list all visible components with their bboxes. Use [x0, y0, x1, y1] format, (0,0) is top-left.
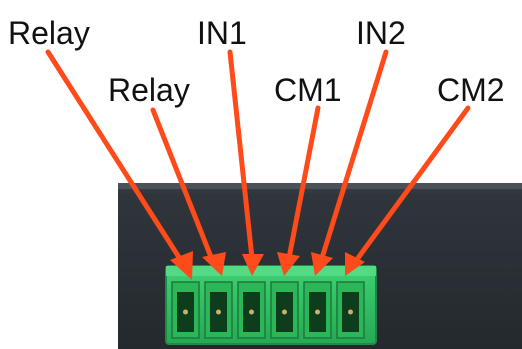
terminal-slot [304, 282, 331, 338]
labels: Relay Relay IN1 CM1 IN2 CM2 [8, 15, 505, 108]
terminal-block [166, 266, 376, 344]
terminal-slot [337, 282, 364, 338]
terminal-slot [271, 282, 298, 338]
label-relay-1: Relay [8, 15, 90, 51]
terminal-slot [238, 282, 265, 338]
label-cm1: CM1 [274, 72, 342, 108]
terminal-slot [172, 282, 199, 338]
label-in1: IN1 [197, 15, 247, 51]
label-in2: IN2 [356, 15, 406, 51]
label-cm2: CM2 [437, 72, 505, 108]
terminal-slot [205, 282, 232, 338]
label-relay-2: Relay [108, 72, 190, 108]
